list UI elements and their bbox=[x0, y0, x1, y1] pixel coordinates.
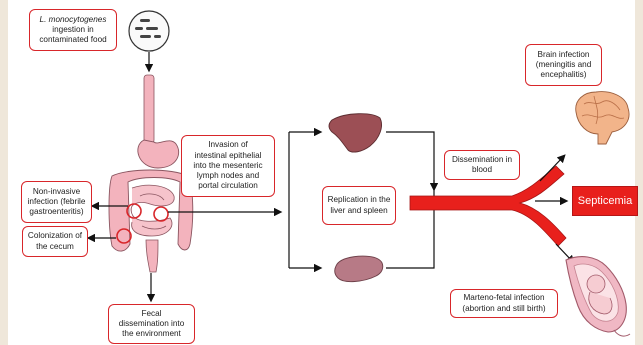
dissemination-label: Dissemination in blood bbox=[444, 150, 520, 180]
brain-infection-label: Brain infection (meningitis and encephal… bbox=[525, 44, 602, 86]
rectum-shape bbox=[146, 240, 158, 272]
ingestion-description: ingestion in contaminated food bbox=[39, 25, 106, 44]
food-plate-icon bbox=[129, 11, 169, 51]
stomach-shape bbox=[138, 140, 179, 168]
replication-label: Replication in the liver and spleen bbox=[322, 186, 396, 225]
septicemia-label: Septicemia bbox=[572, 186, 638, 216]
colonization-label: Colonization of the cecum bbox=[22, 226, 88, 257]
invasion-label: Invasion of intestinal epithelial into t… bbox=[181, 135, 275, 197]
noninvasive-label: Non-invasive infection (febrile gastroen… bbox=[21, 181, 92, 223]
brain-icon bbox=[576, 92, 629, 144]
infection-site-circle-2 bbox=[154, 207, 168, 221]
liver-icon bbox=[329, 114, 382, 152]
esophagus-shape bbox=[144, 75, 154, 143]
ingestion-organism-label: L. monocytogenes bbox=[40, 15, 107, 24]
spleen-icon bbox=[335, 256, 383, 282]
fecal-label: Fecal dissemination into the environment bbox=[108, 304, 195, 344]
maternofetal-label: Marteno-fetal infection (abortion and st… bbox=[450, 289, 558, 318]
fetus-icon bbox=[566, 257, 630, 336]
